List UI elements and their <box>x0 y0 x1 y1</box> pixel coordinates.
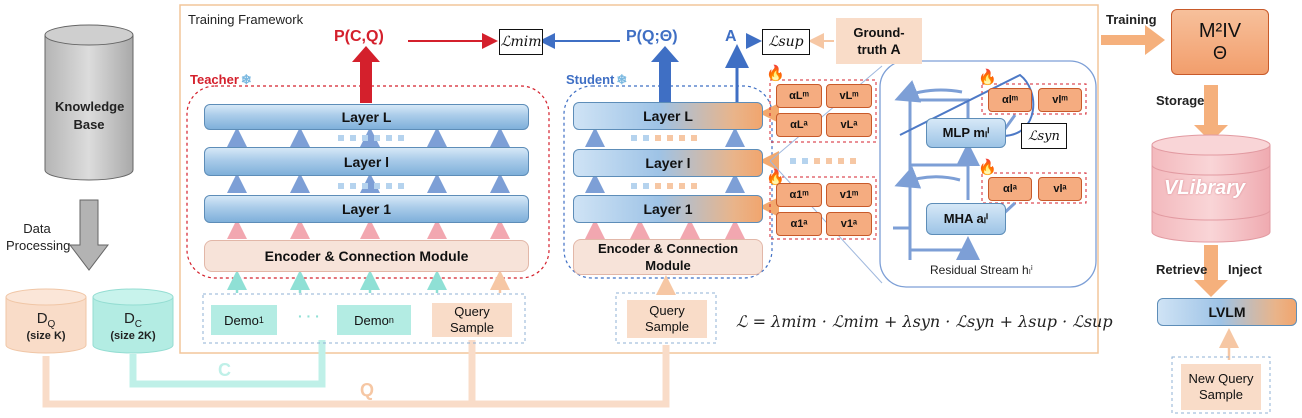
student-output-label: P(Q;Θ) <box>626 28 678 45</box>
q-flow-line <box>42 345 670 408</box>
c-flow-label: C <box>218 360 231 380</box>
fire-icon: 🔥 <box>978 69 997 86</box>
fire-icon: 🔥 <box>766 169 785 186</box>
student-layer-1: Layer 1 <box>573 195 763 223</box>
student-query-sample: Query Sample <box>627 300 707 338</box>
dc-cylinder <box>92 288 174 354</box>
dc-label: DC <box>123 310 143 330</box>
param-alpha-1-m: α1ᵐ <box>776 183 822 207</box>
param-v-l-a: vlᵃ <box>1038 177 1082 201</box>
ground-truth-box: Ground- truth A <box>836 18 922 64</box>
teacher-title: Teacher❄ <box>190 72 252 87</box>
param-v-1-m: v1ᵐ <box>826 183 872 207</box>
teacher-layer-1: Layer 1 <box>204 195 529 223</box>
fire-icon: 🔥 <box>766 65 785 82</box>
storage-label: Storage <box>1156 93 1205 108</box>
mlp-block: MLP mₗⁱ <box>926 118 1006 148</box>
student-encoder: Encoder & Connection Module <box>573 239 763 275</box>
total-loss-formula: ℒ = λmim · ℒmim + λsyn · ℒsyn + λsup · ℒ… <box>736 312 1113 331</box>
vlibrary-label: VLibrary <box>1164 177 1246 199</box>
answer-label: A <box>725 28 737 45</box>
loss-mim-box: ℒmim <box>499 29 543 55</box>
param-alpha-L-m: αLᵐ <box>776 84 822 108</box>
param-alpha-l-m: αlᵐ <box>988 88 1032 112</box>
param-alpha-L-a: αLᵃ <box>776 113 822 137</box>
lvlm-box: LVLM <box>1157 298 1297 326</box>
m2iv-box: M²IV Θ <box>1171 9 1269 75</box>
retrieve-label: Retrieve <box>1156 262 1208 277</box>
knowledge-base-cylinder <box>44 24 134 181</box>
student-layer-l: Layer l <box>573 149 763 177</box>
param-v-L-m: vLᵐ <box>826 84 872 108</box>
dq-label: DQ <box>36 310 56 330</box>
student-output-arrow <box>651 46 679 103</box>
teacher-query-sample: Query Sample <box>432 303 512 337</box>
mha-block: MHA aₗⁱ <box>926 203 1006 235</box>
student-title: Student❄ <box>566 72 628 87</box>
data-processing-arrow <box>68 199 110 271</box>
residual-stream-caption: Residual Stream hₗⁱ <box>930 263 1033 277</box>
new-query-sample: New Query Sample <box>1181 364 1261 410</box>
dq-size: (size K) <box>26 330 66 342</box>
q-flow-label: Q <box>360 380 375 400</box>
training-arrow <box>1101 25 1165 55</box>
teacher-encoder: Encoder & Connection Module <box>204 240 529 272</box>
loss-syn-box: ℒsyn <box>1021 123 1067 149</box>
training-framework-frame <box>179 4 1099 354</box>
training-label: Training <box>1106 12 1157 27</box>
teacher-layer-l: Layer l <box>204 147 529 176</box>
snowflake-icon: ❄ <box>616 72 628 87</box>
dq-cylinder <box>5 288 87 354</box>
param-v-1-a: v1ᵃ <box>826 212 872 236</box>
residual-stream-frame <box>879 60 1097 288</box>
vlibrary-cylinder <box>1151 134 1271 243</box>
demo-ellipsis: · · · <box>298 308 320 324</box>
inject-label: Inject <box>1228 262 1262 277</box>
knowledge-base-label: Knowledge Base <box>55 99 125 132</box>
snowflake-icon: ❄ <box>240 72 252 87</box>
c-flow-line <box>129 340 326 388</box>
param-alpha-l-a: αlᵃ <box>988 177 1032 201</box>
fire-icon: 🔥 <box>978 159 997 176</box>
framework-title: Training Framework <box>188 12 304 27</box>
teacher-output-arrow <box>352 46 380 103</box>
loss-sup-box: ℒsup <box>762 29 810 55</box>
teacher-layer-L: Layer L <box>204 104 529 130</box>
student-layer-L: Layer L <box>573 102 763 130</box>
param-alpha-1-a: α1ᵃ <box>776 212 822 236</box>
dc-size: (size 2K) <box>110 330 156 342</box>
data-processing-label: Data Processing <box>6 221 71 253</box>
param-v-l-m: vlᵐ <box>1038 88 1082 112</box>
param-v-L-a: vLᵃ <box>826 113 872 137</box>
teacher-output-label: P(C,Q) <box>334 28 384 45</box>
